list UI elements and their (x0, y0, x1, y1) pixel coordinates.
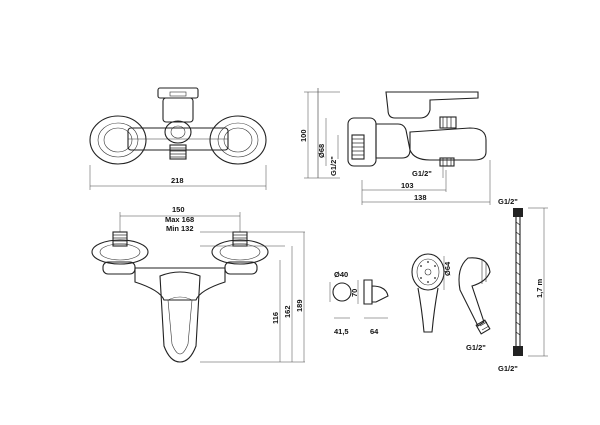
dim-height-116: 116 (271, 312, 280, 324)
dim-height-162: 162 (283, 305, 292, 318)
dim-side-total-depth: 138 (414, 193, 427, 202)
dim-height-189: 189 (295, 299, 304, 312)
dim-front-width: 218 (171, 176, 184, 185)
dim-head-dia: Ø64 (443, 261, 452, 276)
dim-holder-width: 41,5 (334, 327, 349, 336)
front-view-bottom: 150 Max 168 Min 132 116 162 (91, 205, 305, 363)
dim-holder-dia: Ø40 (334, 270, 348, 279)
shower-hose: G1/2" G1/2" 1,7 m (498, 197, 548, 373)
dim-side-outlet-thread: G1/2" (412, 169, 432, 178)
front-view-top: 218 (89, 87, 267, 190)
dim-spacing-max: Max 168 (165, 215, 194, 224)
dim-side-height: 100 (299, 129, 308, 142)
dim-side-dia: Ø68 (317, 144, 326, 158)
hand-shower-front: Ø64 (411, 253, 452, 333)
dim-side-outlet-depth: 103 (401, 181, 414, 190)
dim-hose-thread-bottom: G1/2" (498, 364, 518, 373)
dim-holder-height: 70 (350, 289, 359, 297)
dim-spacing: 150 (172, 205, 185, 214)
side-view: 100 Ø68 G1/2" G1/2" 103 138 (299, 88, 491, 205)
wall-holder: Ø40 70 41,5 64 (329, 270, 389, 336)
dim-side-thread: G1/2" (329, 156, 338, 176)
dim-head-thread: G1/2" (466, 343, 486, 352)
dim-holder-depth: 64 (370, 327, 379, 336)
dim-spacing-min: Min 132 (166, 224, 194, 233)
hand-shower-side: G1/2" (458, 257, 491, 352)
dim-hose-length: 1,7 m (535, 278, 544, 298)
dim-hose-thread-top: G1/2" (498, 197, 518, 206)
